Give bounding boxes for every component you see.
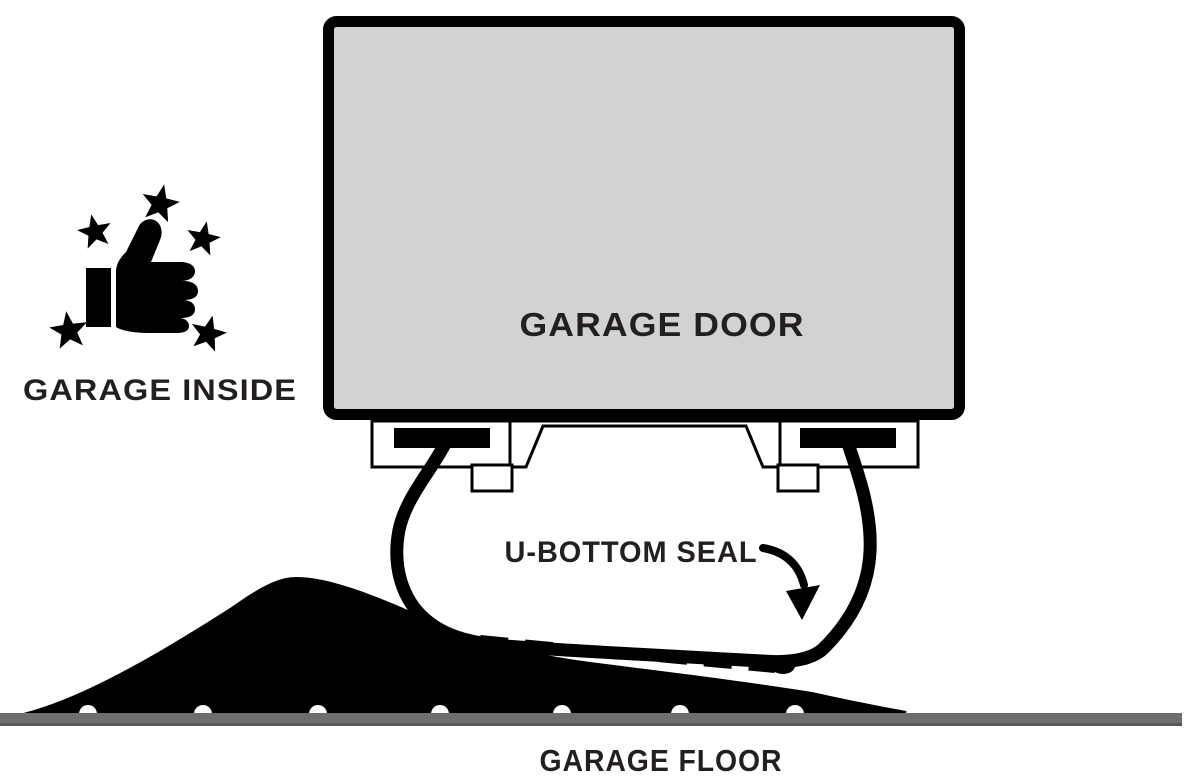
star-icon <box>186 311 231 354</box>
garage-door-label: GARAGE DOOR <box>520 306 805 343</box>
retainer-right-lip <box>776 463 820 493</box>
thumbs-up-icon <box>86 219 198 333</box>
u-bottom-seal-outline <box>390 431 877 669</box>
garage-inside-label: GARAGE INSIDE <box>23 374 297 407</box>
retainer-left-lip <box>470 463 514 493</box>
star-icon <box>183 217 224 257</box>
seal-interior <box>396 438 871 662</box>
star-icon <box>47 308 91 350</box>
star-icon <box>138 180 183 224</box>
seal-label: U-BOTTOM SEAL <box>505 536 758 569</box>
garage-floor-label: GARAGE FLOOR <box>540 743 783 778</box>
garage-floor-bar <box>0 713 1182 726</box>
curved-arrow-icon <box>759 544 820 620</box>
retainer-middle-profile <box>508 419 782 469</box>
star-icon <box>74 210 115 250</box>
garage-door-panel <box>323 16 965 420</box>
garage-floor-bar-shadow <box>0 723 1182 726</box>
